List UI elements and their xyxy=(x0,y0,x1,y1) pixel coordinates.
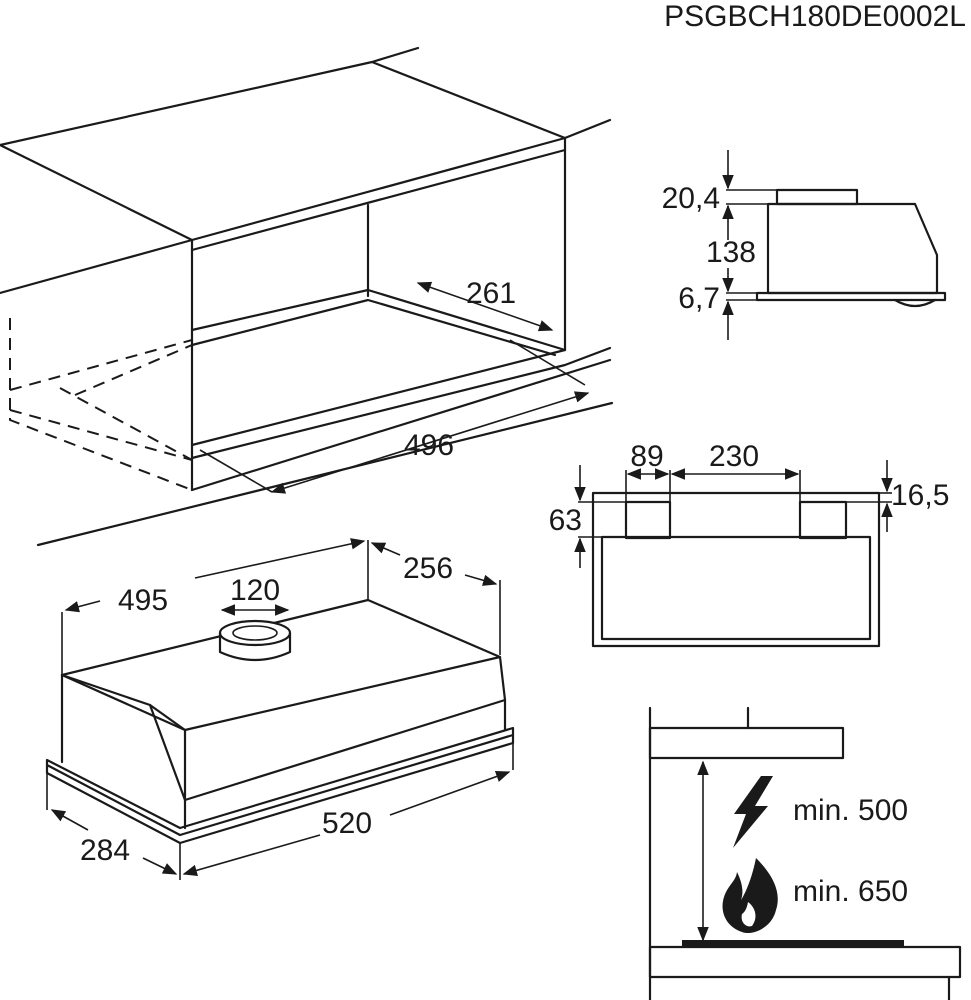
side-body-label: 138 xyxy=(706,236,756,269)
side-bottom-label: 6,7 xyxy=(678,282,720,315)
flame-icon xyxy=(722,858,778,934)
hood-outlet-label: 120 xyxy=(230,574,280,607)
cabinet-view: 261 496 xyxy=(0,46,614,547)
top-left-offset-label: 89 xyxy=(630,440,663,473)
gas-clearance-label: min. 650 xyxy=(793,875,908,908)
top-right-label: 16,5 xyxy=(891,479,949,512)
hood-side-depth-label: 284 xyxy=(80,834,130,867)
cabinet-width-label: 496 xyxy=(404,429,454,462)
hood-front-width-label: 520 xyxy=(322,807,372,840)
lightning-icon xyxy=(733,776,773,848)
electric-clearance-label: min. 500 xyxy=(793,794,908,827)
top-spacing-label: 230 xyxy=(709,440,759,473)
hood-view: 495 120 256 520 284 xyxy=(45,538,515,880)
hood-width-label: 495 xyxy=(118,584,168,617)
side-top-label: 20,4 xyxy=(662,182,720,215)
cabinet-depth-label: 261 xyxy=(466,277,516,310)
top-depth-label: 63 xyxy=(549,504,582,537)
document-code: PSGBCH180DE0002L xyxy=(664,0,966,33)
clearance-view: min. 500 min. 650 xyxy=(648,706,962,1000)
top-view: 89 230 63 16,5 xyxy=(549,440,949,648)
hood-depth-label: 256 xyxy=(403,552,453,585)
side-view: 20,4 138 6,7 xyxy=(662,150,947,340)
